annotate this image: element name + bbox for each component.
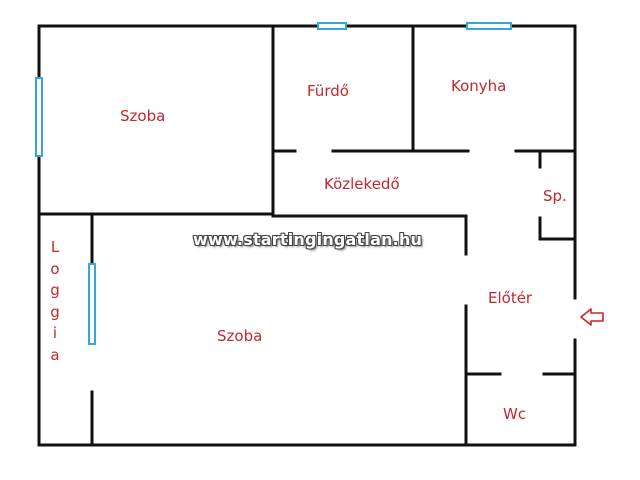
room-label-eloter: Előtér [488,289,533,307]
windows [35,22,512,345]
window-szoba-left [35,77,43,157]
loggia-letter: g [50,281,60,299]
window-loggia [88,263,96,345]
room-label-konyha: Konyha [451,77,507,95]
loggia-letter: i [52,324,58,342]
room-label-furdo: Fürdő [307,82,349,100]
room-label-szoba-2: Szoba [217,327,263,345]
loggia-letter: o [50,259,60,278]
room-label-szoba-1: Szoba [120,107,166,125]
arrow-left-icon [580,308,604,326]
room-label-sp: Sp. [543,187,567,205]
loggia-letter: a [50,345,60,364]
watermark: www.startingingatlan.hu [193,230,423,249]
entrance-arrow-icon [580,308,604,326]
loggia-letter: L [50,238,60,256]
window-konyha [466,22,512,30]
room-label-kozlekedo: Közlekedő [324,175,400,193]
room-label-wc: Wc [503,405,527,423]
loggia-letter: g [50,302,60,321]
window-furdo [317,22,347,30]
